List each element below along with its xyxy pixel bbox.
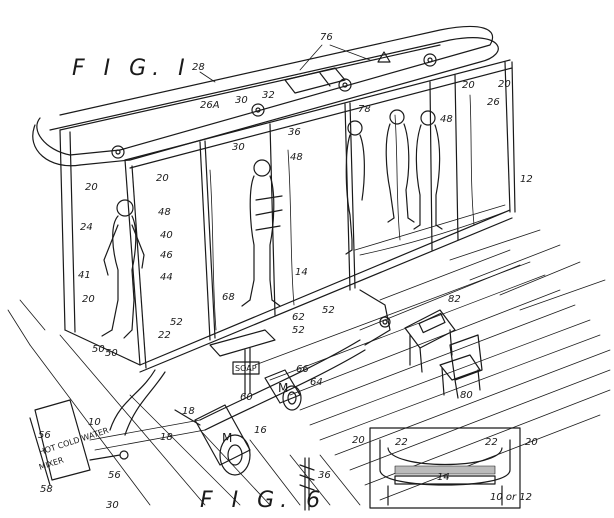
ref-20b: 20: [498, 79, 511, 90]
ref-40: 40: [160, 230, 173, 241]
ref-18a: 18: [182, 406, 195, 417]
ref-60a: 60: [240, 392, 253, 403]
ref-80: 80: [460, 390, 473, 401]
soap-platform: [210, 330, 275, 395]
ref-82: 82: [448, 294, 461, 305]
ref-10or12: 10 or 12: [490, 492, 532, 503]
ref-46: 46: [160, 250, 173, 261]
ref-24: 24: [80, 222, 93, 233]
ref-20c: 20: [156, 173, 169, 184]
ref-44: 44: [160, 272, 173, 283]
ref-41: 41: [78, 270, 91, 281]
motor-large-label: M: [222, 431, 232, 445]
chair: [440, 335, 482, 398]
ref-28: 28: [192, 62, 205, 73]
ref-14b: 14: [437, 472, 450, 483]
ref-22a: 22: [158, 330, 171, 341]
soap-label: SOAP: [235, 364, 257, 373]
ref-22c: 22: [485, 437, 498, 448]
ref-50b: 50: [105, 348, 118, 359]
ref-18b: 18: [160, 432, 173, 443]
ref-22b: 22: [395, 437, 408, 448]
ref-10: 10: [88, 417, 101, 428]
ref-30c: 30: [106, 500, 119, 511]
ref-36: 36: [288, 127, 301, 138]
fig1-title: F I G. I: [72, 56, 191, 81]
ref-52a: 52: [170, 317, 183, 328]
ref-30b: 30: [232, 142, 245, 153]
ref-36b: 36: [318, 470, 331, 481]
figure-right-people: [346, 110, 442, 254]
ref-48c: 48: [158, 207, 171, 218]
ref-78: 78: [358, 104, 371, 115]
ref-26a: 26A: [200, 100, 220, 111]
curtain-panels: [210, 95, 474, 330]
figure-titles: F I G. I F I G. 6: [72, 56, 326, 513]
ref-52c: 52: [322, 305, 335, 316]
ref-12: 12: [520, 174, 533, 185]
ref-26: 26: [487, 97, 500, 108]
ref-20a: 20: [462, 80, 475, 91]
ref-66: 66: [296, 364, 309, 375]
ref-58: 58: [40, 484, 53, 495]
ref-50a: 50: [92, 344, 105, 355]
figure-center-person: [242, 160, 282, 306]
ref-30: 30: [235, 95, 248, 106]
ref-20g: 20: [525, 437, 538, 448]
ref-14: 14: [295, 267, 308, 278]
figure-left-person: [102, 200, 144, 338]
ref-56b: 56: [108, 470, 121, 481]
ref-32: 32: [262, 90, 275, 101]
ref-16: 16: [254, 425, 267, 436]
fig6-title: F I G. 6: [200, 488, 326, 513]
ref-20f: 20: [352, 435, 365, 446]
ref-56a: 56: [38, 430, 51, 441]
ref-62: 62: [292, 312, 305, 323]
motor-small-label: M: [278, 381, 288, 395]
ref-68: 68: [222, 292, 235, 303]
ref-48a: 48: [290, 152, 303, 163]
ref-20e: 20: [82, 294, 95, 305]
ref-20d: 20: [85, 182, 98, 193]
ref-48b: 48: [440, 114, 453, 125]
ref-numerals: 28 76 26A 30 32 30 36 48 78 48 20 26 20 …: [38, 32, 538, 511]
ref-76: 76: [320, 32, 333, 43]
ref-64: 64: [310, 377, 323, 388]
booth-frame: [60, 45, 515, 372]
ref-52b: 52: [292, 325, 305, 336]
